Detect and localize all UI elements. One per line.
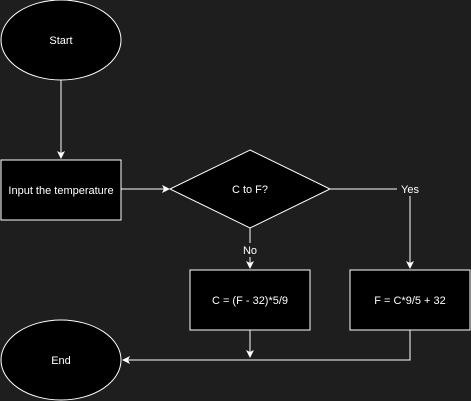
end-node[interactable]: End	[0, 319, 122, 401]
edge-label-yes: Yes	[401, 184, 419, 196]
input-rect	[0, 159, 122, 221]
c-formula-rect	[189, 269, 311, 331]
edge-label-no: No	[243, 245, 257, 257]
c-formula-label: C = (F - 32)*5/9	[212, 295, 288, 307]
input-node[interactable]: Input the temperature	[0, 159, 122, 221]
decision-label: C to F?	[232, 184, 268, 196]
no-label-bg	[239, 243, 261, 257]
start-ellipse	[0, 0, 122, 81]
decision-node[interactable]: C to F?	[168, 149, 332, 229]
yes-label-bg	[397, 182, 423, 196]
end-ellipse	[0, 319, 122, 401]
f-formula-label: F = C*9/5 + 32	[374, 295, 446, 307]
c-formula-node[interactable]: C = (F - 32)*5/9	[189, 269, 311, 331]
start-node[interactable]: Start	[0, 0, 122, 81]
edge-decision-yes	[330, 188, 414, 269]
decision-diamond	[168, 149, 332, 229]
f-formula-rect	[349, 269, 471, 331]
input-label: Input the temperature	[8, 185, 113, 197]
start-label: Start	[49, 35, 72, 47]
end-label: End	[51, 355, 71, 367]
edge-to-end	[122, 330, 411, 364]
f-formula-node[interactable]: F = C*9/5 + 32	[349, 269, 471, 331]
